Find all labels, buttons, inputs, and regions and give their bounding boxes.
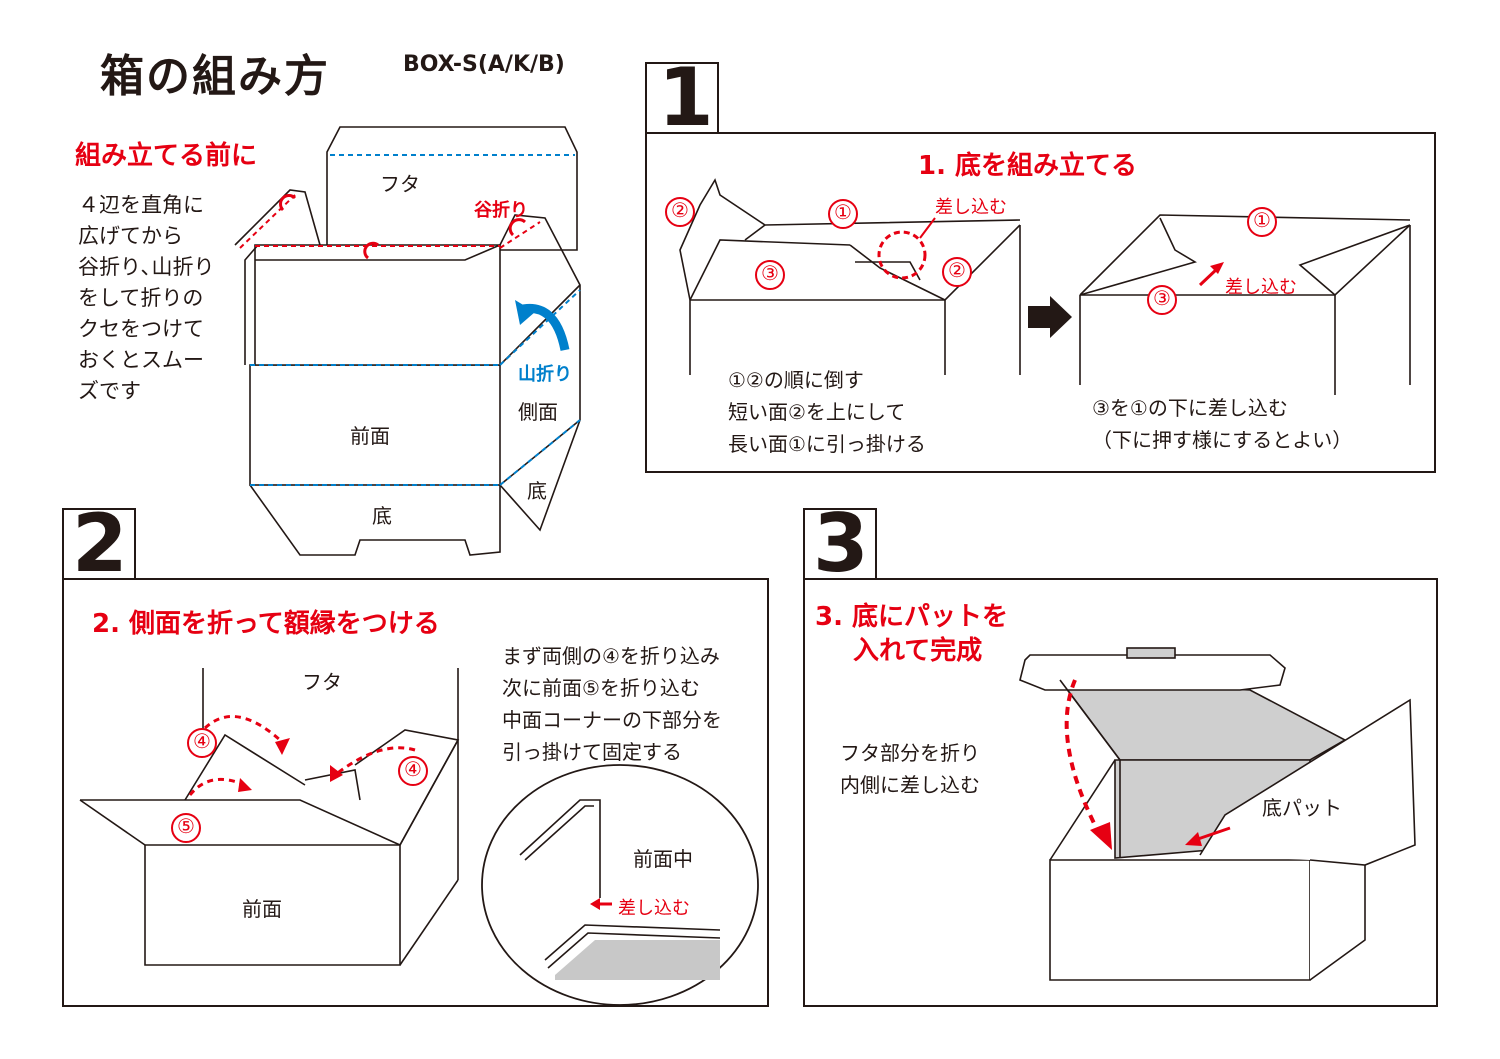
note-line: ③を①の下に差し込む (1092, 396, 1288, 420)
lid-label-2: フタ (302, 670, 342, 694)
note-line: フタ部分を折り (840, 741, 980, 765)
mountain-fold-label: 山折り (518, 364, 572, 385)
circled-2-label: ② (671, 198, 689, 222)
front-inner-label: 前面中 (633, 847, 693, 871)
model-code: BOX-S(A/K/B) (403, 52, 565, 77)
step3-number-box (803, 508, 877, 582)
note-line: （下に押す様にするとよい） (1092, 428, 1353, 452)
step2-number-box (62, 508, 136, 582)
note-line: 内側に差し込む (840, 773, 980, 797)
circled-1-label: ① (834, 200, 852, 224)
insert-label-2: 差し込む (1225, 277, 1297, 298)
intro-heading: 組み立てる前に (75, 141, 258, 171)
page-title: 箱の組み方 (100, 51, 330, 102)
step1-left-note: ①②の順に倒す 短い面②を上にして 長い面①に引っ掛ける (728, 364, 926, 460)
note-line: 引っ掛けて固定する (502, 740, 682, 764)
step2-number: 2 (72, 497, 128, 590)
circled-4b-label: ④ (404, 757, 422, 781)
intro-line: ４辺を直角に (78, 193, 204, 217)
intro-line: をして折りの (78, 286, 204, 310)
note-line: 短い面②を上にして (728, 400, 906, 424)
intro-line: ズです (78, 379, 141, 403)
step2-heading: 2. 側面を折って額縁をつける (92, 609, 440, 639)
pad-label: 底パット (1262, 796, 1342, 820)
circled-3-label: ③ (761, 261, 779, 285)
intro-line: 谷折り､山折り (78, 255, 215, 279)
circled-5-label: ⑤ (177, 814, 195, 838)
step2-note: まず両側の④を折り込み 次に前面⑤を折り込む 中面コーナーの下部分を 引っ掛けて… (502, 640, 722, 768)
step1-number: 1 (658, 51, 714, 144)
insert-label-3: 差し込む (618, 898, 690, 919)
side-label: 側面 (518, 400, 558, 424)
side-bottom-label: 底 (527, 479, 547, 503)
circled-2b-label: ② (948, 258, 966, 282)
intro-line: おくとスムー (78, 348, 204, 372)
note-line: ①②の順に倒す (728, 368, 864, 392)
step3-number: 3 (813, 497, 869, 590)
intro-line: クセをつけて (78, 317, 204, 341)
circled-4-label: ④ (193, 729, 211, 753)
intro-line: 広げてから (78, 224, 183, 248)
step1-number-box (645, 62, 719, 136)
step1-heading: 1. 底を組み立てる (918, 151, 1138, 181)
circled-3b-label: ③ (1153, 286, 1171, 310)
valley-fold-label: 谷折り (474, 200, 528, 221)
circled-1b-label: ① (1253, 208, 1271, 232)
note-line: 次に前面⑤を折り込む (502, 676, 700, 700)
step1-right-note: ③を①の下に差し込む （下に押す様にするとよい） (1092, 392, 1352, 456)
step3-heading-line: 3. 底にパットを (815, 602, 1009, 632)
lid-label: フタ (380, 172, 420, 196)
front-label-2: 前面 (242, 897, 282, 921)
note-line: 長い面①に引っ掛ける (728, 432, 926, 456)
step1-panel (645, 132, 1436, 473)
step3-heading-line: 入れて完成 (853, 636, 983, 666)
front-label: 前面 (350, 424, 390, 448)
note-line: 中面コーナーの下部分を (502, 708, 722, 732)
note-line: まず両側の④を折り込み (502, 644, 720, 668)
intro-text: ４辺を直角に 広げてから 谷折り､山折り をして折りの クセをつけて おくとスム… (78, 190, 215, 407)
step3-note: フタ部分を折り 内側に差し込む (840, 737, 980, 801)
bottom-label: 底 (372, 504, 392, 528)
step3-heading: 3. 底にパットを 入れて完成 (815, 600, 1008, 668)
insert-label: 差し込む (935, 197, 1007, 218)
